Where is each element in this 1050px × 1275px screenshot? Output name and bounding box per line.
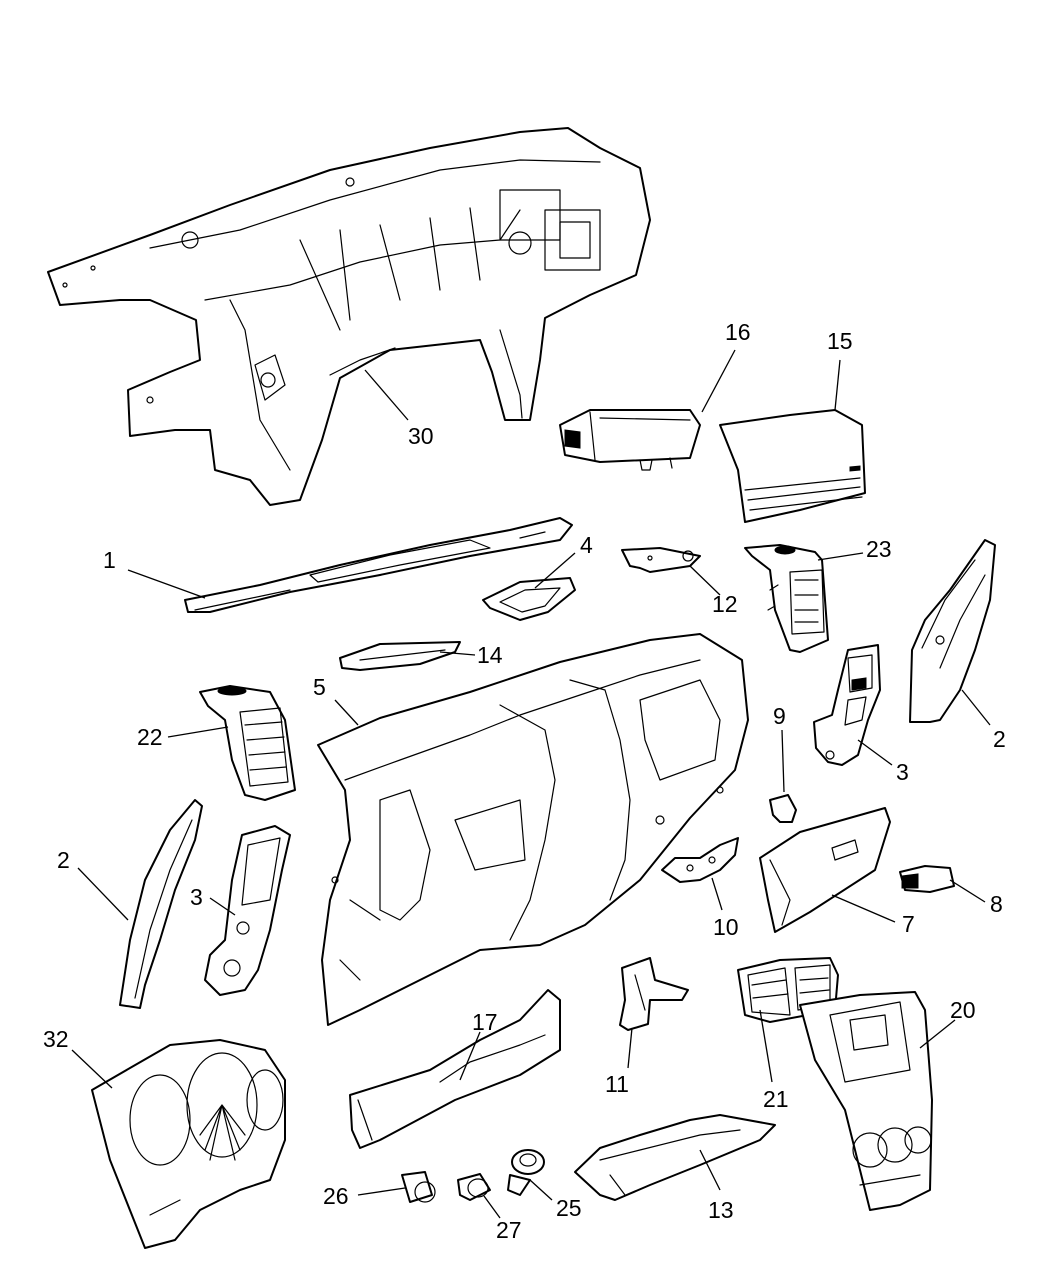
callout-7: 7 (902, 911, 915, 937)
leader-12 (689, 565, 721, 596)
callout-10: 10 (713, 914, 739, 940)
part-15-airbag-door (719, 409, 866, 523)
callout-2-right: 2 (993, 726, 1006, 752)
leader-32 (71, 1049, 113, 1089)
leader-3-right (857, 739, 893, 766)
callout-25: 25 (556, 1195, 582, 1221)
callout-14: 14 (477, 642, 503, 668)
callout-8: 8 (990, 891, 1003, 917)
leader-20 (919, 1019, 956, 1049)
part-10-reinforcement (661, 837, 739, 883)
callout-5: 5 (313, 674, 326, 700)
part-26-power-outlet (401, 1171, 436, 1203)
callout-9: 9 (773, 703, 786, 729)
part-4-storage-bin (482, 577, 576, 621)
leader-9 (781, 729, 785, 793)
leader-30 (364, 369, 409, 421)
part-11-bracket (619, 957, 689, 1031)
part-14-trim-strip (339, 641, 461, 671)
part-23-right-outlet-housing (744, 544, 829, 653)
leader-7 (831, 894, 896, 923)
callout-13: 13 (708, 1197, 734, 1223)
leader-8 (949, 879, 986, 903)
leader-16 (701, 349, 736, 413)
part-2-left-pillar-trim (119, 799, 203, 1009)
part-3-left-switch-bezel (204, 825, 291, 996)
leader-23 (817, 552, 864, 561)
leader-2-right (961, 689, 991, 726)
part-5-instrument-panel-base (317, 633, 749, 1026)
part-20-center-bezel (799, 991, 933, 1211)
leader-26 (357, 1187, 406, 1196)
callout-15: 15 (827, 328, 853, 354)
leader-15 (834, 359, 841, 411)
leader-3-left (209, 897, 236, 916)
part-16-passenger-airbag (559, 409, 701, 471)
callout-32: 32 (43, 1026, 69, 1052)
callout-4: 4 (580, 532, 593, 558)
part-17-knee-bolster (349, 989, 561, 1149)
part-13-column-cover (574, 1114, 776, 1201)
callout-22: 22 (137, 724, 163, 750)
leader-13 (699, 1149, 721, 1191)
part-25-socket (507, 1149, 545, 1196)
leader-17 (459, 1031, 481, 1081)
part-2-right-pillar-trim (909, 539, 996, 723)
callout-16: 16 (725, 319, 751, 345)
leader-5 (334, 699, 359, 726)
part-9-clip (769, 794, 797, 823)
part-32-cluster-bezel (91, 1039, 286, 1249)
leader-25 (529, 1179, 553, 1201)
leader-21 (759, 1009, 773, 1083)
callout-23: 23 (866, 536, 892, 562)
leader-1 (127, 569, 206, 599)
callout-12: 12 (712, 591, 738, 617)
part-12-bracket (621, 547, 701, 573)
callout-26: 26 (323, 1183, 349, 1209)
callout-3-right: 3 (896, 759, 909, 785)
part-30-cross-car-beam (47, 127, 651, 506)
callout-30: 30 (408, 423, 434, 449)
part-1-top-cover (184, 517, 573, 613)
part-22-left-outlet-housing (199, 685, 296, 801)
leader-lines (71, 349, 991, 1219)
callout-21: 21 (763, 1086, 789, 1112)
leader-22 (167, 726, 229, 738)
callout-11: 11 (605, 1071, 629, 1097)
leader-10 (711, 877, 723, 911)
leader-4 (534, 552, 576, 589)
part-27-lighter (457, 1173, 491, 1201)
leader-14 (439, 651, 476, 656)
leader-27 (483, 1195, 501, 1219)
callout-27: 27 (496, 1217, 522, 1243)
callout-2-left: 2 (57, 847, 70, 873)
callout-3-left: 3 (190, 884, 203, 910)
callout-1: 1 (103, 547, 116, 573)
callout-17: 17 (472, 1009, 498, 1035)
leader-2-left (77, 867, 129, 921)
part-8-switch (899, 865, 955, 893)
leader-11 (627, 1027, 633, 1069)
part-7-glove-box (759, 807, 891, 933)
callouts: 1 2 2 3 3 4 5 7 8 9 10 11 12 13 14 15 16… (43, 319, 1006, 1243)
part-3-right-switch-bezel (813, 644, 881, 766)
callout-20: 20 (950, 997, 976, 1023)
